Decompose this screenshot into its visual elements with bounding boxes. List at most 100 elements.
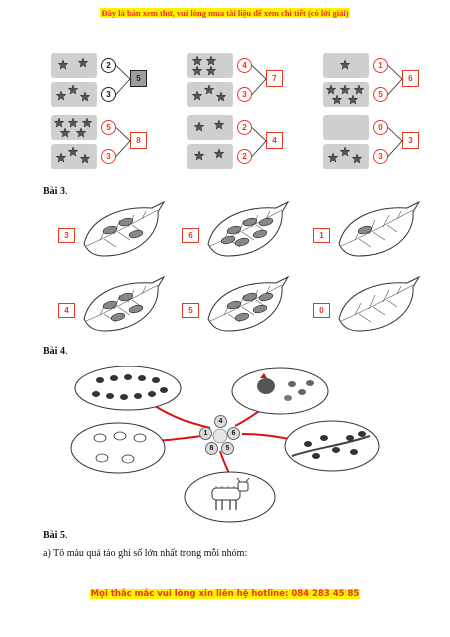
star-icon <box>67 146 79 157</box>
caterpillar-icon <box>252 229 268 239</box>
leaf-icon <box>338 275 421 332</box>
bottom-count-circle: 3 <box>101 87 116 102</box>
total-box: 4 <box>266 132 283 149</box>
top-count-circle: 0 <box>373 120 388 135</box>
top-count-circle: 1 <box>373 58 388 73</box>
connector-lines <box>251 127 267 157</box>
star-icon <box>205 55 217 66</box>
leaf-count-box: 1 <box>313 228 330 243</box>
hotline-banner: Mọi thắc mắc vui lòng xin liên hệ hotlin… <box>0 589 450 599</box>
leaf-item: 6 <box>182 200 302 270</box>
caterpillar-icon <box>258 217 274 227</box>
star-icon <box>57 59 69 70</box>
star-icon <box>331 94 343 105</box>
bottom-count-circle: 2 <box>237 149 252 164</box>
total-box: 6 <box>402 70 419 87</box>
star-icon <box>193 150 205 161</box>
bottom-count-circle: 3 <box>373 149 388 164</box>
total-box: 7 <box>266 70 283 87</box>
star-box-top <box>323 53 369 78</box>
star-icon <box>339 84 351 95</box>
stars <box>191 84 227 102</box>
chickens-group <box>231 367 329 415</box>
flower-number-top: 4 <box>214 415 227 428</box>
bai5-label: Bài 5 <box>43 530 65 541</box>
star-box-top <box>323 115 369 140</box>
bottom-count-circle: 3 <box>237 87 252 102</box>
caterpillar-icon <box>234 312 250 322</box>
caterpillar-icon <box>102 300 118 310</box>
caterpillar-icon <box>220 235 236 245</box>
leaf-icon <box>83 200 166 257</box>
bai3-heading: Bài 3. <box>43 186 67 197</box>
stars <box>57 57 89 70</box>
bai3-label: Bài 3 <box>43 186 65 197</box>
stars <box>325 84 365 105</box>
caterpillar-icon <box>242 217 258 227</box>
caterpillar-icon <box>128 229 144 239</box>
stars <box>339 59 351 70</box>
number-flower <box>212 428 228 444</box>
caterpillar-icon <box>226 225 242 235</box>
caterpillar-icon <box>357 225 373 235</box>
leaf-count-box: 6 <box>182 228 199 243</box>
top-count-circle: 5 <box>101 120 116 135</box>
star-icon <box>325 84 337 95</box>
star-icon <box>53 117 65 128</box>
star-icon <box>81 117 93 128</box>
star-icon <box>191 65 203 76</box>
star-box-bottom <box>323 144 369 169</box>
star-icon <box>79 91 91 102</box>
star-icon <box>67 117 79 128</box>
leaf-icon <box>207 200 290 257</box>
star-icon <box>215 91 227 102</box>
star-box-bottom <box>51 82 97 107</box>
leaf-icon <box>207 275 290 332</box>
star-box-bottom <box>323 82 369 107</box>
caterpillar-icon <box>258 292 274 302</box>
matching-scene: 4 1 6 8 5 <box>70 366 380 526</box>
leaf-item: 0 <box>313 275 433 345</box>
leaf-count-box: 4 <box>58 303 75 318</box>
caterpillar-icon <box>118 292 134 302</box>
preview-banner: Đây là bản xem thử, vui lòng mua tài liệ… <box>0 8 450 18</box>
flower-number-left: 1 <box>199 427 212 440</box>
star-icon <box>339 146 351 157</box>
leaf-item: 5 <box>182 275 302 345</box>
bottom-count-circle: 5 <box>373 87 388 102</box>
star-icon <box>77 57 89 68</box>
leaf-icon <box>338 200 421 257</box>
star-icon <box>193 121 205 132</box>
scene-drawing <box>70 366 380 523</box>
stars <box>327 146 363 164</box>
star-icon <box>213 119 225 130</box>
stars <box>55 146 91 164</box>
caterpillar-icon <box>118 217 134 227</box>
star-icon <box>79 153 91 164</box>
caterpillar-icon <box>102 225 118 235</box>
star-icon <box>213 148 225 159</box>
leaf-item: 1 <box>313 200 433 270</box>
connector-lines <box>387 127 403 157</box>
star-icon <box>67 84 79 95</box>
star-icon <box>347 94 359 105</box>
top-count-circle: 4 <box>237 58 252 73</box>
caterpillar-icon <box>110 312 126 322</box>
bai4-suffix: . <box>64 346 68 357</box>
star-icon <box>75 127 87 138</box>
star-box-top <box>187 53 233 78</box>
stars <box>53 117 93 138</box>
bottom-count-circle: 3 <box>101 149 116 164</box>
stars <box>193 148 225 161</box>
stars <box>191 55 217 76</box>
star-icon <box>191 55 203 66</box>
star-icon <box>55 152 67 163</box>
connector-lines <box>387 65 403 95</box>
leaf-item: 4 <box>58 275 178 345</box>
hotline-text: Mọi thắc mắc vui lòng xin liên hệ hotlin… <box>89 589 361 599</box>
star-icon <box>339 59 351 70</box>
star-box-top <box>51 53 97 78</box>
